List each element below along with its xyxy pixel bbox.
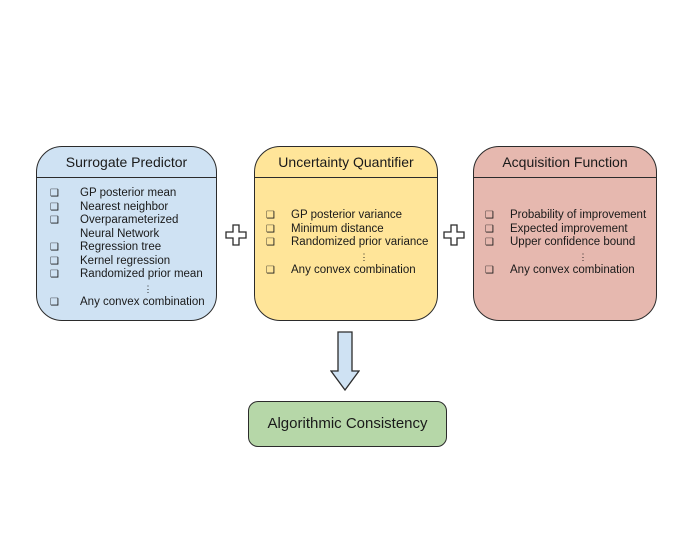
uncertainty-quantifier-box: Uncertainty Quantifier ❑ GP posterior var… — [254, 146, 438, 321]
list-item-label: GP posterior mean — [80, 187, 177, 199]
list-item: ❑ Expected improvement — [474, 223, 656, 237]
vertical-ellipsis-icon: ⋮ — [143, 283, 153, 294]
acquisition-function-title: Acquisition Function — [474, 147, 656, 178]
checkbox-bullet-icon: ❑ — [485, 223, 494, 235]
uncertainty-quantifier-list: ❑ GP posterior variance ❑ Minimum distance… — [255, 209, 437, 277]
list-item: ❑ Nearest neighbor — [37, 201, 216, 215]
list-item: ❑ GP posterior mean — [37, 187, 216, 201]
uncertainty-quantifier-title: Uncertainty Quantifier — [255, 147, 437, 178]
checkbox-bullet-icon: ❑ — [50, 242, 59, 253]
list-item: ❑ Probability of improvement — [474, 209, 656, 223]
checkbox-bullet-icon: ❑ — [266, 210, 275, 221]
list-item: ❑ Kernel regression — [37, 255, 216, 269]
checkbox-bullet-icon: ❑ — [485, 210, 494, 221]
checkbox-bullet-icon: ❑ — [50, 188, 59, 199]
checkbox-bullet-icon: ❑ — [266, 223, 275, 235]
list-item-label: Any convex combination — [291, 263, 416, 276]
list-item-continuation: Neural Network — [37, 228, 216, 242]
checkbox-bullet-icon: ❑ — [50, 255, 59, 267]
list-item: ❑ Overparameterized — [37, 214, 216, 228]
plus-icon — [225, 224, 247, 246]
list-item-label: Overparameterized — [80, 214, 179, 226]
checkbox-bullet-icon: ❑ — [50, 296, 59, 308]
list-item: ❑ Randomized prior variance — [255, 236, 437, 250]
surrogate-predictor-list: ❑ GP posterior mean ❑ Nearest neighbor ❑ Ov… — [37, 187, 216, 309]
list-item-label: Minimum distance — [291, 222, 384, 235]
list-item: ❑ Upper confidence bound — [474, 236, 656, 250]
acquisition-function-box: Acquisition Function ❑ Probability of imp… — [473, 146, 657, 321]
surrogate-predictor-box: Surrogate Predictor ❑ GP posterior mean ❑… — [36, 146, 217, 321]
checkbox-bullet-icon: ❑ — [266, 264, 275, 276]
vertical-ellipsis-icon: ⋮ — [359, 251, 369, 262]
list-item-label: Upper confidence bound — [510, 236, 636, 248]
plus-icon — [443, 224, 465, 246]
list-item-label: Nearest neighbor — [80, 200, 169, 213]
checkbox-bullet-icon: ❑ — [266, 237, 275, 248]
list-item-label: Probability of improvement — [510, 209, 647, 221]
checkbox-bullet-icon: ❑ — [485, 264, 494, 276]
list-item-label: Regression tree — [80, 241, 162, 253]
algorithmic-consistency-box: Algorithmic Consistency — [248, 401, 447, 447]
list-item: ❑ GP posterior variance — [255, 209, 437, 223]
surrogate-predictor-title: Surrogate Predictor — [37, 147, 216, 178]
list-item-label: Any convex combination — [80, 295, 205, 308]
list-item-label: Kernel regression — [80, 254, 171, 267]
list-item: ❑ Any convex combination — [474, 264, 656, 278]
vertical-ellipsis-icon: ⋮ — [578, 251, 588, 262]
list-item-label: GP posterior variance — [291, 209, 403, 221]
list-item-label: Randomized prior mean — [80, 268, 203, 280]
list-item: ❑ Randomized prior mean — [37, 268, 216, 282]
list-item-label: Neural Network — [80, 227, 160, 240]
acquisition-function-list: ❑ Probability of improvement ❑ Expected im… — [474, 209, 656, 277]
list-item: ❑ Regression tree — [37, 241, 216, 255]
list-item-label: Randomized prior variance — [291, 236, 429, 248]
down-arrow-icon — [330, 331, 360, 391]
checkbox-bullet-icon: ❑ — [50, 215, 59, 226]
list-item: ❑ Any convex combination — [37, 296, 216, 310]
list-item: ❑ Minimum distance — [255, 223, 437, 237]
list-item-label: Any convex combination — [510, 263, 635, 276]
checkbox-bullet-icon: ❑ — [485, 237, 494, 248]
list-item-label: Expected improvement — [510, 222, 628, 235]
checkbox-bullet-icon: ❑ — [50, 201, 59, 213]
checkbox-bullet-icon: ❑ — [50, 269, 59, 280]
list-item: ❑ Any convex combination — [255, 264, 437, 278]
